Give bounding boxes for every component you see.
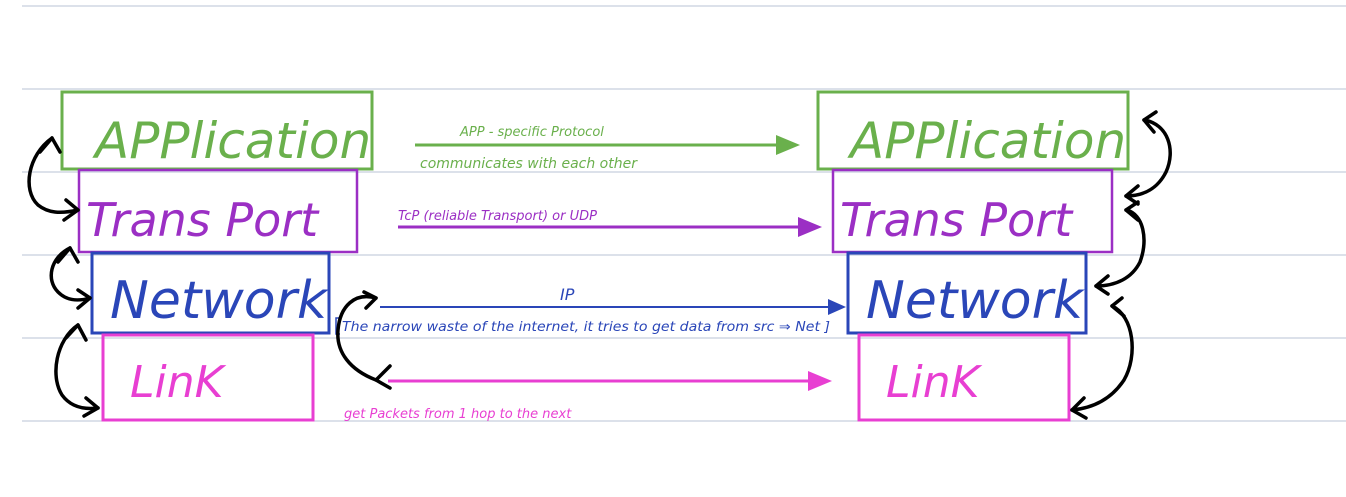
- link-arrow-head: [808, 371, 832, 391]
- right-link-label: LinK: [886, 357, 983, 408]
- network-protocol-note: IP: [560, 285, 575, 304]
- left-loop-arrows: [27, 136, 100, 418]
- transport-protocol-note: TcP (reliable Transport) or UDP: [398, 209, 597, 224]
- middle-loop-arrows: [336, 290, 392, 390]
- application-connection: APP - specific Protocol communicates wit…: [415, 125, 800, 172]
- loop-arrow-head: [76, 288, 92, 310]
- left-link-box: [101, 333, 315, 422]
- loop-arrow-head: [1110, 296, 1126, 318]
- network-arrow-head: [828, 299, 846, 315]
- loop-arrow-left-network-link: [54, 323, 100, 411]
- loop-arrow-head: [374, 364, 392, 390]
- loop-arrow-right-transport-network: [1094, 208, 1146, 288]
- link-description-note: get Packets from 1 hop to the next: [344, 407, 572, 422]
- left-network-box: [90, 251, 331, 335]
- loop-arrow-left-app-transport: [27, 136, 80, 215]
- loop-arrow-head: [56, 246, 80, 264]
- left-network-label: Network: [110, 271, 329, 331]
- network-connection: IP The narrow waste of the internet, it …: [335, 285, 846, 335]
- right-stack: APPlication Trans Port Network LinK: [816, 90, 1130, 422]
- loop-arrow-head: [1124, 200, 1140, 222]
- loop-arrow-head: [362, 290, 378, 310]
- application-arrow-head: [776, 135, 800, 155]
- link-connection: get Packets from 1 hop to the next: [344, 371, 832, 422]
- loop-arrow-head: [1070, 396, 1088, 420]
- loop-arrow-head: [1142, 110, 1158, 134]
- network-description-note: The narrow waste of the internet, it tri…: [342, 320, 830, 335]
- right-network-box: [846, 251, 1088, 335]
- right-loop-arrows: [1070, 110, 1172, 420]
- right-application-label: APPlication: [847, 112, 1126, 170]
- left-link-label: LinK: [130, 357, 227, 408]
- loop-arrow-right-network-link: [1070, 304, 1134, 412]
- left-stack: APPlication Trans Port Network LinK: [60, 90, 374, 422]
- left-application-label: APPlication: [92, 112, 371, 170]
- loop-arrow-middle-network-link: [336, 294, 378, 382]
- loop-arrow-head: [38, 136, 62, 154]
- right-transport-label: Trans Port: [840, 193, 1074, 247]
- loop-arrow-left-transport-network: [49, 246, 92, 302]
- right-network-label: Network: [866, 271, 1085, 331]
- application-protocol-note: APP - specific Protocol: [459, 125, 604, 140]
- left-transport-label: Trans Port: [86, 193, 320, 247]
- loop-arrow-head: [64, 323, 88, 342]
- transport-connection: TcP (reliable Transport) or UDP: [398, 209, 822, 237]
- transport-arrow-head: [798, 217, 822, 237]
- application-communication-note: communicates with each other: [420, 156, 638, 172]
- right-link-box: [857, 333, 1071, 422]
- loop-arrow-head: [1124, 184, 1140, 206]
- loop-arrow-head: [62, 198, 80, 222]
- loop-arrow-right-app-transport: [1124, 118, 1172, 198]
- loop-arrow-head: [1094, 274, 1110, 296]
- loop-arrow-head: [82, 396, 100, 418]
